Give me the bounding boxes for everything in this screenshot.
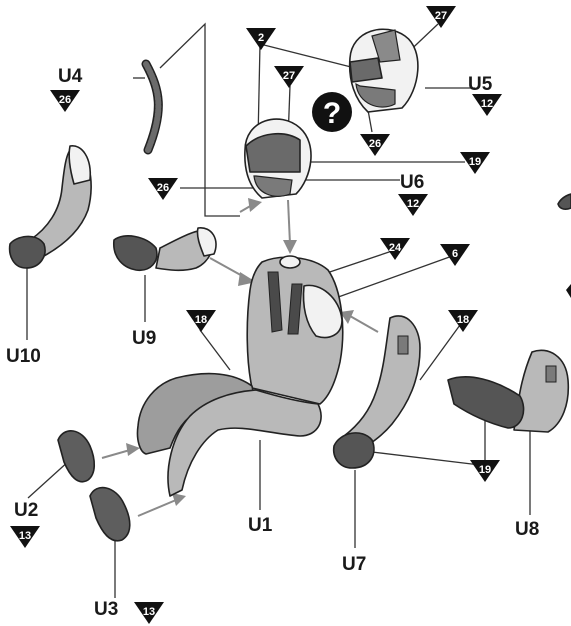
arm-u9 [114, 228, 216, 271]
svg-text:13: 13 [19, 530, 31, 542]
label-u4: U4 [58, 66, 83, 87]
svg-text:26: 26 [369, 138, 381, 150]
label-u8: U8 [515, 519, 539, 540]
badge-u2-color: 13 [10, 526, 40, 548]
badge-helmet-shell-top: 27 [426, 6, 456, 28]
label-u3: U3 [94, 599, 118, 620]
svg-text:2: 2 [258, 32, 264, 44]
badge-u3-color: 13 [134, 602, 164, 624]
label-u1: U1 [248, 515, 273, 536]
svg-text:26: 26 [59, 94, 71, 106]
badge-helmet-top-chin: 26 [360, 134, 390, 156]
badge-glove-right: 19 [470, 460, 500, 482]
badge-vest-harness: 24 [380, 238, 410, 260]
label-u9: U9 [132, 328, 156, 349]
label-u10: U10 [6, 346, 41, 367]
badge-arm-right: 18 [448, 310, 478, 332]
svg-text:27: 27 [283, 70, 295, 82]
badge-suit-left: 18 [186, 310, 216, 332]
svg-text:12: 12 [407, 198, 419, 210]
question-mark-badge: ? [312, 92, 352, 132]
svg-text:18: 18 [195, 314, 207, 326]
svg-text:27: 27 [435, 10, 447, 22]
badge-helmet-shell-mid: 27 [274, 66, 304, 88]
offscreen-badge [566, 284, 571, 298]
label-u2: U2 [14, 500, 38, 521]
label-u5: U5 [468, 74, 493, 95]
arm-u10 [10, 146, 92, 268]
body-u1 [137, 256, 342, 496]
svg-text:19: 19 [469, 156, 481, 168]
helmet-mid [245, 119, 311, 198]
badge-u5-color: 12 [472, 94, 502, 116]
arm-u8 [448, 350, 568, 432]
svg-text:24: 24 [389, 242, 402, 254]
label-u7: U7 [342, 554, 366, 575]
svg-text:12: 12 [481, 98, 493, 110]
arm-u7 [334, 316, 420, 468]
label-u6: U6 [400, 172, 424, 193]
badge-helmet-mid-chin: 26 [148, 178, 178, 200]
badge-u4-color: 26 [50, 90, 80, 112]
badge-helmet-mid-stripe: 19 [460, 152, 490, 174]
question-mark-text: ? [323, 97, 341, 130]
svg-text:18: 18 [457, 314, 469, 326]
boot-u2 [58, 431, 94, 482]
svg-text:26: 26 [157, 182, 169, 194]
helmet-top [350, 29, 418, 112]
offscreen-part [558, 194, 571, 209]
hose-part [146, 64, 158, 150]
badge-shoulder-patch: 6 [440, 244, 470, 266]
svg-text:13: 13 [143, 606, 155, 618]
svg-text:19: 19 [479, 464, 491, 476]
boot-u3 [90, 488, 130, 541]
svg-text:6: 6 [452, 248, 458, 260]
badge-u6-color: 12 [398, 194, 428, 216]
